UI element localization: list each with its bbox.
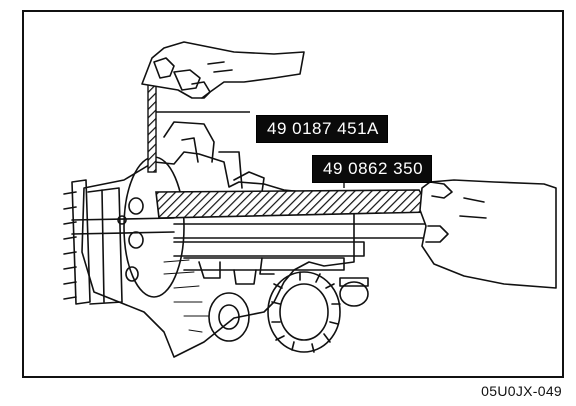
callout-part-number-2: 49 0862 350	[312, 155, 433, 183]
upper-hand	[141, 41, 305, 99]
housing-outline	[81, 151, 355, 358]
shift-rod-upper	[173, 223, 445, 239]
shift-rod-lower	[173, 241, 365, 257]
flange	[123, 156, 185, 298]
lower-gear	[267, 271, 341, 353]
transmission-illustration	[63, 41, 557, 358]
figure-code: 05U0JX-049	[481, 383, 562, 399]
right-hand	[419, 179, 557, 289]
left-gear	[71, 179, 91, 305]
depth-gauge-bar	[155, 189, 434, 219]
figure-frame: 49 0187 451A 49 0862 350	[22, 10, 564, 378]
callout-part-number-1: 49 0187 451A	[256, 115, 388, 143]
